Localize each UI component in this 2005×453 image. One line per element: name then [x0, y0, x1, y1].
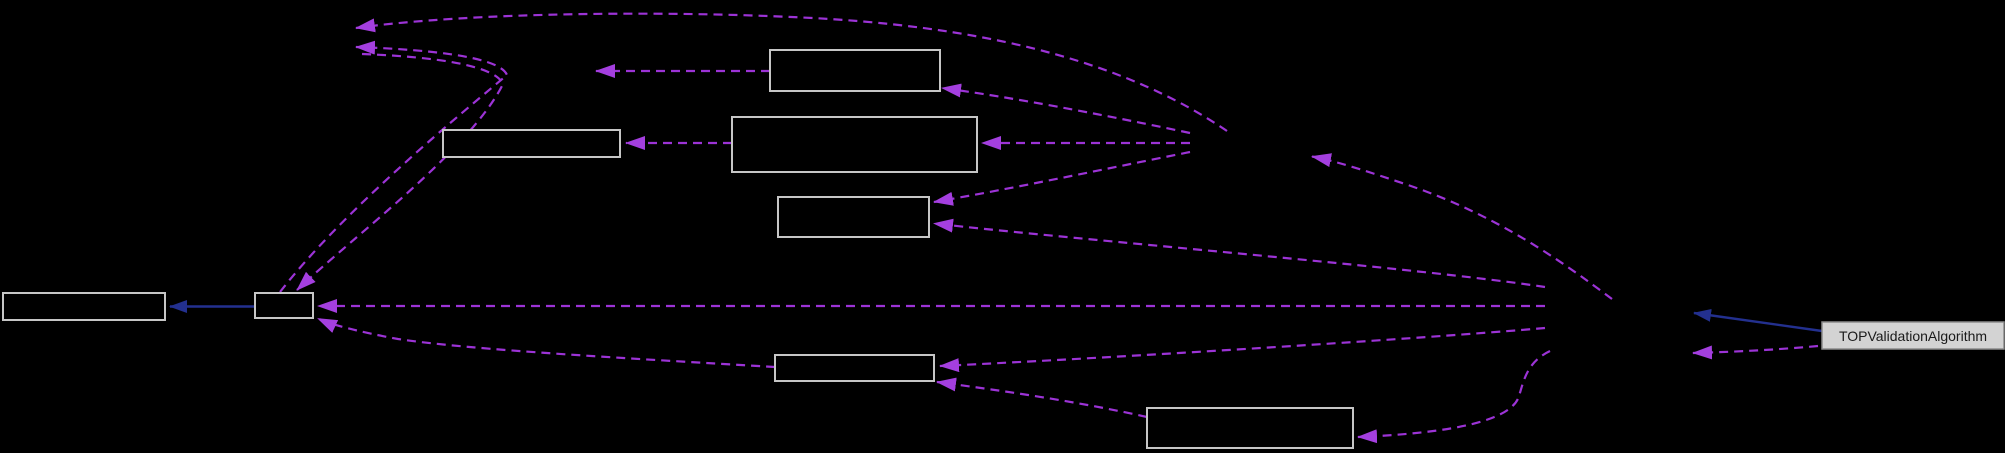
node-top-validation-algorithm-box[interactable] [1821, 321, 2005, 350]
edge-junctionB-to-box7 [939, 326, 1546, 373]
node-box-4[interactable] [777, 196, 930, 238]
node-box-3[interactable] [442, 129, 621, 158]
node-top-validation-algorithm-label: TOPValidationAlgorithm [1839, 328, 1987, 344]
node-top-validation-algorithm[interactable]: TOPValidationAlgorithm [1821, 321, 2005, 350]
edge-junctionB-to-box8 [1357, 350, 1551, 444]
edge-junctionB-to-junctionA [1311, 153, 1613, 300]
edge-junctionB-to-box4 [933, 218, 1546, 289]
edge-box7-to-box6 [317, 317, 776, 369]
node-box-6[interactable] [254, 292, 314, 319]
edge-topva-to-junctionB-solid [1693, 308, 1823, 333]
node-box-7[interactable] [774, 354, 935, 382]
node-box-2[interactable] [731, 116, 978, 173]
edge-junctionA-to-box1 [941, 83, 1191, 135]
node-box-5[interactable] [2, 292, 166, 321]
node-box-8[interactable] [1146, 407, 1354, 449]
edge-box6-to-topleft-bulge [279, 40, 509, 293]
node-box-1[interactable] [769, 49, 941, 92]
edge-box8-to-box7 [936, 377, 1148, 419]
edge-topva-to-junctionB-dashed [1692, 344, 1819, 360]
edge-topleft-to-box6 [296, 52, 505, 291]
edge-junctionA-to-box4 [933, 150, 1191, 206]
